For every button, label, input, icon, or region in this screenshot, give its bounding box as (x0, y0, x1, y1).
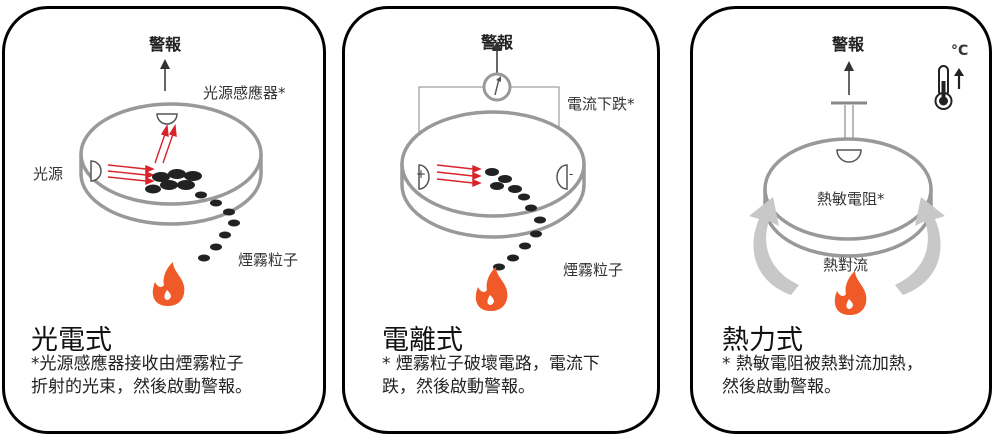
thermistor-label: 熱敏電阻* (817, 190, 885, 208)
thermal-diagram (749, 61, 964, 315)
temperature-rising-arrow (954, 68, 964, 89)
description-line: 折射的光束，然後啟動警報。 (31, 377, 252, 397)
description-line: * 熱敏電阻被熱對流加熱， (722, 354, 923, 374)
up-arrow-icon (492, 41, 502, 75)
ion-rays (436, 164, 482, 188)
description: * 煙霧粒子破壞電路，電流下 跌，然後啟動警報。 (382, 353, 600, 399)
particles-label: 煙霧粒子 (563, 261, 624, 279)
description-line: 然後啟動警報。 (722, 377, 841, 397)
thermal-panel: 警報 °C 熱敏電阻* 熱對流 熱力式 * 熱敏電阻被熱對流加熱， 然後啟動警報… (690, 6, 992, 434)
current-drop-label: 電流下跌* (567, 95, 635, 113)
photoelectric-diagram (79, 59, 263, 306)
smoke-particles (145, 169, 240, 262)
ammeter-icon (482, 72, 512, 102)
convection-arrows (749, 197, 945, 295)
smoke-particles (485, 168, 546, 271)
description: *光源感應器接收由煙霧粒子 折射的光束，然後啟動警報。 (31, 353, 252, 399)
detector-disk (400, 110, 586, 239)
photo-sensor-icon (156, 113, 178, 125)
sensor-label: 光源感應器* (203, 84, 286, 102)
description: * 熱敏電阻被熱對流加熱， 然後啟動警報。 (722, 353, 923, 399)
description-line: *光源感應器接收由煙霧粒子 (31, 354, 244, 374)
positive-electrode (418, 164, 430, 190)
alarm-label: 警報 (481, 33, 514, 52)
detector-disk (763, 137, 933, 258)
up-arrow-icon (160, 59, 170, 91)
flame-icon (152, 262, 185, 306)
ionization-diagram (400, 41, 586, 311)
photoelectric-panel: 警報 光源感應器* 光源 煙霧粒子 光電式 *光源感應器接收由煙霧粒子 折射的光… (2, 6, 326, 434)
minus-label: - (569, 167, 574, 181)
flame-icon (475, 267, 508, 311)
thermistor-icon (836, 149, 862, 163)
thermometer-icon (934, 65, 953, 110)
convection-label: 熱對流 (823, 256, 869, 274)
negative-electrode (556, 164, 568, 190)
flame-icon (834, 271, 867, 315)
plus-label: + (416, 167, 427, 181)
light-rays (107, 123, 177, 186)
particles-label: 煙霧粒子 (238, 251, 299, 269)
alarm-label: 警報 (832, 35, 865, 54)
alarm-label: 警報 (149, 35, 182, 54)
detector-type-title: 電離式 (382, 325, 463, 356)
ionization-panel: 警報 電流下跌* + - 煙霧粒子 電離式 * 煙霧粒子破壞電路，電流下 跌，然… (342, 6, 660, 434)
detector-type-title: 熱力式 (722, 325, 803, 356)
light-source-label: 光源 (33, 165, 64, 183)
description-line: * 煙霧粒子破壞電路，電流下 (382, 354, 600, 374)
detector-type-title: 光電式 (31, 325, 112, 356)
light-source-icon (90, 160, 102, 182)
temperature-unit: °C (951, 43, 969, 59)
up-arrow-icon (844, 61, 854, 95)
description-line: 跌，然後啟動警報。 (382, 377, 535, 397)
